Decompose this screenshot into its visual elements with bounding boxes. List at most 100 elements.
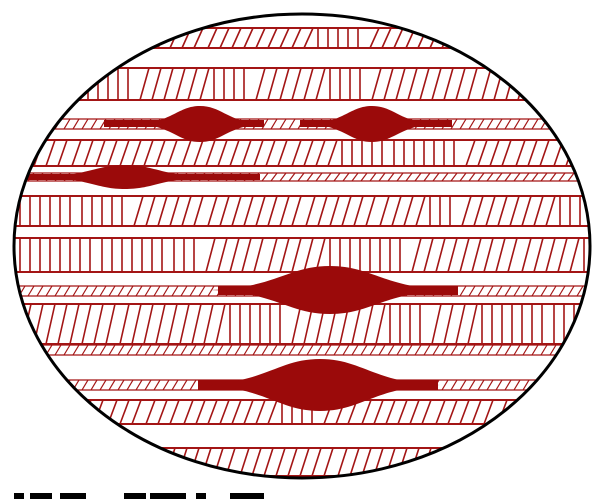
thin-hatched-line-tick: [334, 345, 340, 355]
hatched-row-7-tick: [58, 400, 67, 424]
fusiform-line-3-bg-tick: [514, 286, 520, 296]
hatched-row-5-tick: [280, 238, 289, 272]
hatched-row-2-tick: [140, 68, 149, 100]
thin-hatched-line-tick: [577, 345, 583, 355]
fusiform-line-3-bg-tick: [181, 286, 187, 296]
hatched-row-1-tick: [120, 28, 129, 48]
thin-hatched-line-tick: [109, 345, 115, 355]
hatched-row-2-tick: [304, 68, 313, 100]
hatched-row-3-tick: [22, 140, 31, 166]
fusiform-line-4-bg-tick: [136, 380, 142, 390]
hatched-row-6-tick: [46, 304, 55, 344]
fusiform-line-2-bg-tick: [523, 173, 529, 181]
hatched-row-3-tick: [266, 140, 275, 166]
hatched-row-6-tick: [292, 304, 301, 344]
hatched-row-3-tick: [590, 140, 599, 166]
fusiform-line-2-bg-tick: [343, 173, 349, 181]
hatched-row-8-tick: [264, 448, 273, 476]
fusiform-line-2-bg-tick: [271, 173, 277, 181]
thin-hatched-line-tick: [586, 345, 592, 355]
thin-hatched-line-tick: [370, 345, 376, 355]
hatched-row-4-tick: [220, 196, 229, 226]
fusiform-line-2-bg-tick: [532, 173, 538, 181]
thin-hatched-line-tick: [253, 345, 259, 355]
hatched-row-6-tick: [364, 304, 373, 344]
fusiform-line-4-bg-tick: [154, 380, 160, 390]
fusiform-line-3-bg-tick: [82, 286, 88, 296]
fusiform-line-2-bg-tick: [478, 173, 484, 181]
hatched-row-3-tick: [466, 140, 475, 166]
hatched-row-1-tick: [382, 28, 391, 48]
thin-hatched-line-tick: [10, 345, 16, 355]
hatched-row-1-tick: [208, 28, 217, 48]
fusiform-line-3-bg-tick: [163, 286, 169, 296]
hatched-row-3-tick: [72, 140, 81, 166]
hatched-row-6-tick: [70, 304, 79, 344]
hatched-row-6-tick: [468, 304, 477, 344]
fusiform-line-1-bg-tick: [91, 119, 97, 129]
hatched-row-1-tick: [370, 28, 379, 48]
thin-hatched-line-tick: [136, 345, 142, 355]
fusiform-line-4-bg-tick: [469, 380, 475, 390]
thin-hatched-line-tick: [568, 345, 574, 355]
hatched-row-2-tick: [444, 68, 453, 100]
hatched-row-7-tick: [244, 400, 253, 424]
thin-hatched-line-tick: [460, 345, 466, 355]
hatched-row-5-tick: [496, 238, 505, 272]
fusiform-line-2-bg-tick: [325, 173, 331, 181]
hatched-row-8-tick: [42, 448, 51, 476]
thin-hatched-line-tick: [91, 345, 97, 355]
fusiform-line-2-bg-tick: [460, 173, 466, 181]
hatched-row-4-tick: [232, 196, 241, 226]
hatched-row-5-tick: [206, 238, 215, 272]
hatched-row-4-tick: [474, 196, 483, 226]
thin-hatched-line-tick: [487, 345, 493, 355]
hatched-row-7-tick: [132, 400, 141, 424]
hatched-row-3-tick: [316, 140, 325, 166]
cropped-glyph: [196, 493, 206, 499]
fusiform-line-4-bg-tick: [91, 380, 97, 390]
hatched-row-3-tick: [168, 140, 177, 166]
hatched-row-4-tick: [268, 196, 277, 226]
hatched-row-8-tick: [568, 448, 577, 476]
fusiform-line-1-bg-tick: [487, 119, 493, 129]
hatched-row-2-tick: [456, 68, 465, 100]
hatched-row-7-tick: [256, 400, 265, 424]
fusiform-line-2-bg-tick: [586, 173, 592, 181]
fusiform-line-4-bg-tick: [478, 380, 484, 390]
fusiform-line-3-bg-tick: [145, 286, 151, 296]
hatched-row-2-tick: [22, 68, 31, 100]
hatched-row-4-tick: [244, 196, 253, 226]
fusiform-line-3-bg-tick: [73, 286, 79, 296]
fusiform-line-3-bg-tick: [46, 286, 52, 296]
hatched-row-8-tick: [128, 448, 137, 476]
cropped-glyph: [124, 493, 146, 499]
hatched-row-1-tick: [512, 28, 521, 48]
fusiform-line-4-bg-tick: [514, 380, 520, 390]
thin-hatched-line-tick: [316, 345, 322, 355]
thin-hatched-line-tick: [181, 345, 187, 355]
fusiform-bead-2: [45, 165, 205, 189]
thin-hatched-line-tick: [82, 345, 88, 355]
fusiform-line-2-bg-tick: [370, 173, 376, 181]
hatched-row-4-tick: [404, 196, 413, 226]
fusiform-line-1-bg-tick: [46, 119, 52, 129]
fusiform-line-1-bg-tick: [73, 119, 79, 129]
fusiform-line-4-bg-tick: [487, 380, 493, 390]
hatched-row-1-tick: [108, 28, 117, 48]
fusiform-line-3-bg-tick: [190, 286, 196, 296]
thin-hatched-line-tick: [190, 345, 196, 355]
fusiform-line-1-bg-tick: [10, 119, 16, 129]
hatched-row-6-tick: [10, 304, 19, 344]
fusiform-line-3-bg-tick: [532, 286, 538, 296]
hatched-row-2-tick: [468, 68, 477, 100]
hatched-row-3-tick: [516, 140, 525, 166]
fusiform-line-2-bg-tick: [541, 173, 547, 181]
hatched-row-8-tick: [178, 448, 187, 476]
fusiform-bead-1a: [138, 106, 262, 142]
fusiform-line-1-bg-tick: [559, 119, 565, 129]
hatched-row-4-tick: [366, 196, 375, 226]
hatched-row-2-tick: [580, 68, 589, 100]
hatched-row-8-tick: [582, 448, 591, 476]
fusiform-line-4-bg-tick: [163, 380, 169, 390]
